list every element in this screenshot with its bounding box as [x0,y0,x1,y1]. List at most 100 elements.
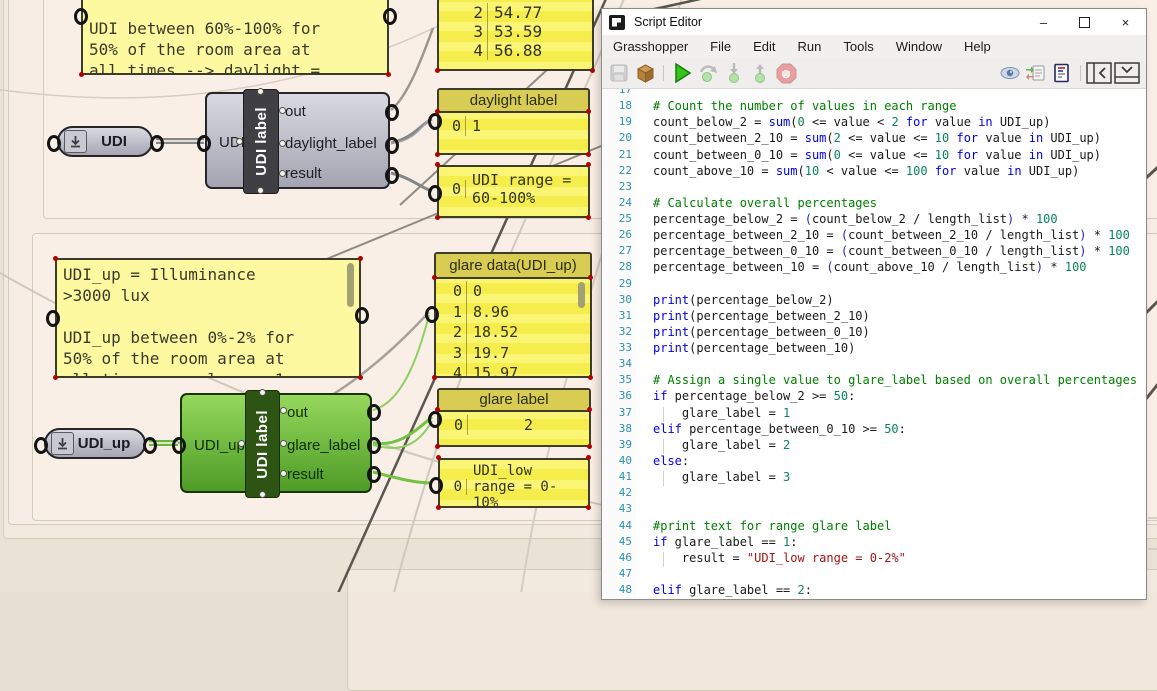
component-udi-label-daylight[interactable]: UDI out daylight_label result [205,92,390,189]
save-button[interactable] [606,61,632,85]
panel-title: daylight label [439,90,588,113]
line-number: 46 [618,550,632,564]
code-line: print(percentage_between_2_10) [653,308,870,323]
menu-edit[interactable]: Edit [753,39,776,54]
maximize-button[interactable] [1064,9,1105,35]
line-number: 30 [618,292,632,306]
panel-daylight-label-input-port[interactable] [428,113,442,130]
component-name-band[interactable]: UDI label [243,89,279,194]
indent-guide [663,406,664,422]
line-number: 37 [618,405,632,419]
menu-tools[interactable]: Tools [843,39,874,54]
menu-grasshopper[interactable]: Grasshopper [613,39,689,54]
menu-help[interactable]: Help [963,39,991,54]
component-name-band[interactable]: UDI label [245,390,280,498]
close-button[interactable]: × [1121,14,1130,30]
step-over-button[interactable] [695,61,721,85]
param-udi-input-port[interactable] [47,135,61,152]
code-line: else: [653,453,690,468]
param-udi-up[interactable]: UDI_up [44,428,146,459]
component-glare-input-port[interactable] [172,437,186,454]
run-play-button[interactable] [669,61,695,85]
show-output-button[interactable] [1049,61,1075,85]
minimize-button[interactable]: – [1039,14,1048,30]
code-line: elif percentage_between_0_10 >= 50: [653,421,906,436]
download-icon [64,130,87,153]
param-udi-up-output-port[interactable] [143,437,157,454]
code-line: percentage_between_10 = (count_above_10 … [653,260,1087,275]
note-glare-input-port[interactable] [46,310,60,327]
line-number: 19 [618,115,632,129]
line-number: 26 [618,228,632,242]
code-line: percentage_between_0_10 = (count_between… [653,244,1130,259]
line-number: 33 [618,341,632,355]
note-daylight-output-port[interactable] [383,8,397,25]
port-out[interactable] [385,104,399,121]
note-daylight-input-port[interactable] [74,8,88,25]
script-editor-window: Script Editor – × Grasshopper File Edit Run… [601,8,1147,600]
line-number: 45 [618,534,632,548]
param-udi-output-port[interactable] [150,135,164,152]
publish-package-button[interactable] [632,61,658,85]
menu-bar: Grasshopper File Edit Run Tools Window Help [602,35,1146,58]
toggle-left-panel-button[interactable] [1086,61,1112,85]
panel-udi-low-input-port[interactable] [429,477,443,494]
indent-guide [663,471,664,487]
download-icon [51,432,74,455]
indent-guide [663,551,664,567]
menu-window[interactable]: Window [895,39,942,54]
panel-udi-range-input-port[interactable] [428,185,442,202]
line-number: 22 [618,163,632,177]
compare-code-button[interactable] [1023,61,1049,85]
line-number: 43 [618,502,632,516]
note-panel-daylight[interactable]: UDI between 60%-100% for 50% of the room… [81,0,389,75]
menu-file[interactable]: File [710,39,732,54]
note-glare-output-port[interactable] [355,307,369,324]
line-number: 42 [618,486,632,500]
window-titlebar[interactable]: Script Editor – × [602,9,1146,35]
step-into-button[interactable] [721,61,747,85]
port-out[interactable] [367,404,381,421]
line-number: 29 [618,276,632,290]
stop-button[interactable] [773,61,799,85]
window-title: Script Editor [634,15,703,29]
code-line: count_between_2_10 = sum(2 <= value <= 1… [653,131,1101,146]
code-line: # Count the number of values in each ran… [653,99,957,114]
param-udi-up-input-port[interactable] [34,437,48,454]
toggle-bottom-panel-button[interactable] [1114,61,1140,85]
component-daylight-input-port[interactable] [197,135,211,152]
code-line: elif glare_label == 2: [653,583,812,598]
line-number: 18 [618,99,632,113]
param-udi[interactable]: UDI [57,126,153,157]
code-line: percentage_below_2 = (count_below_2 / le… [653,212,1058,227]
panel-glare-label-input-port[interactable] [428,411,442,428]
menu-run[interactable]: Run [797,39,822,54]
line-number: 17 [618,89,632,96]
panel-glare-data-input-port[interactable] [425,306,439,323]
port-glare-label[interactable] [367,437,381,454]
note-panel-glare[interactable]: UDI_up = Illuminance >3000 lux UDI_up be… [55,258,361,378]
step-out-button[interactable] [747,61,773,85]
line-number: 35 [618,373,632,387]
preview-eye-button[interactable] [997,61,1023,85]
port-result[interactable] [385,167,399,184]
code-line: if percentage_below_2 >= 50: [653,389,856,404]
panel-title: glare label [439,390,589,412]
line-number: 23 [618,179,632,193]
port-result[interactable] [367,466,381,483]
line-number: 48 [618,583,632,597]
line-number: 39 [618,437,632,451]
line-number: 34 [618,357,632,371]
port-daylight-label[interactable] [385,137,399,154]
